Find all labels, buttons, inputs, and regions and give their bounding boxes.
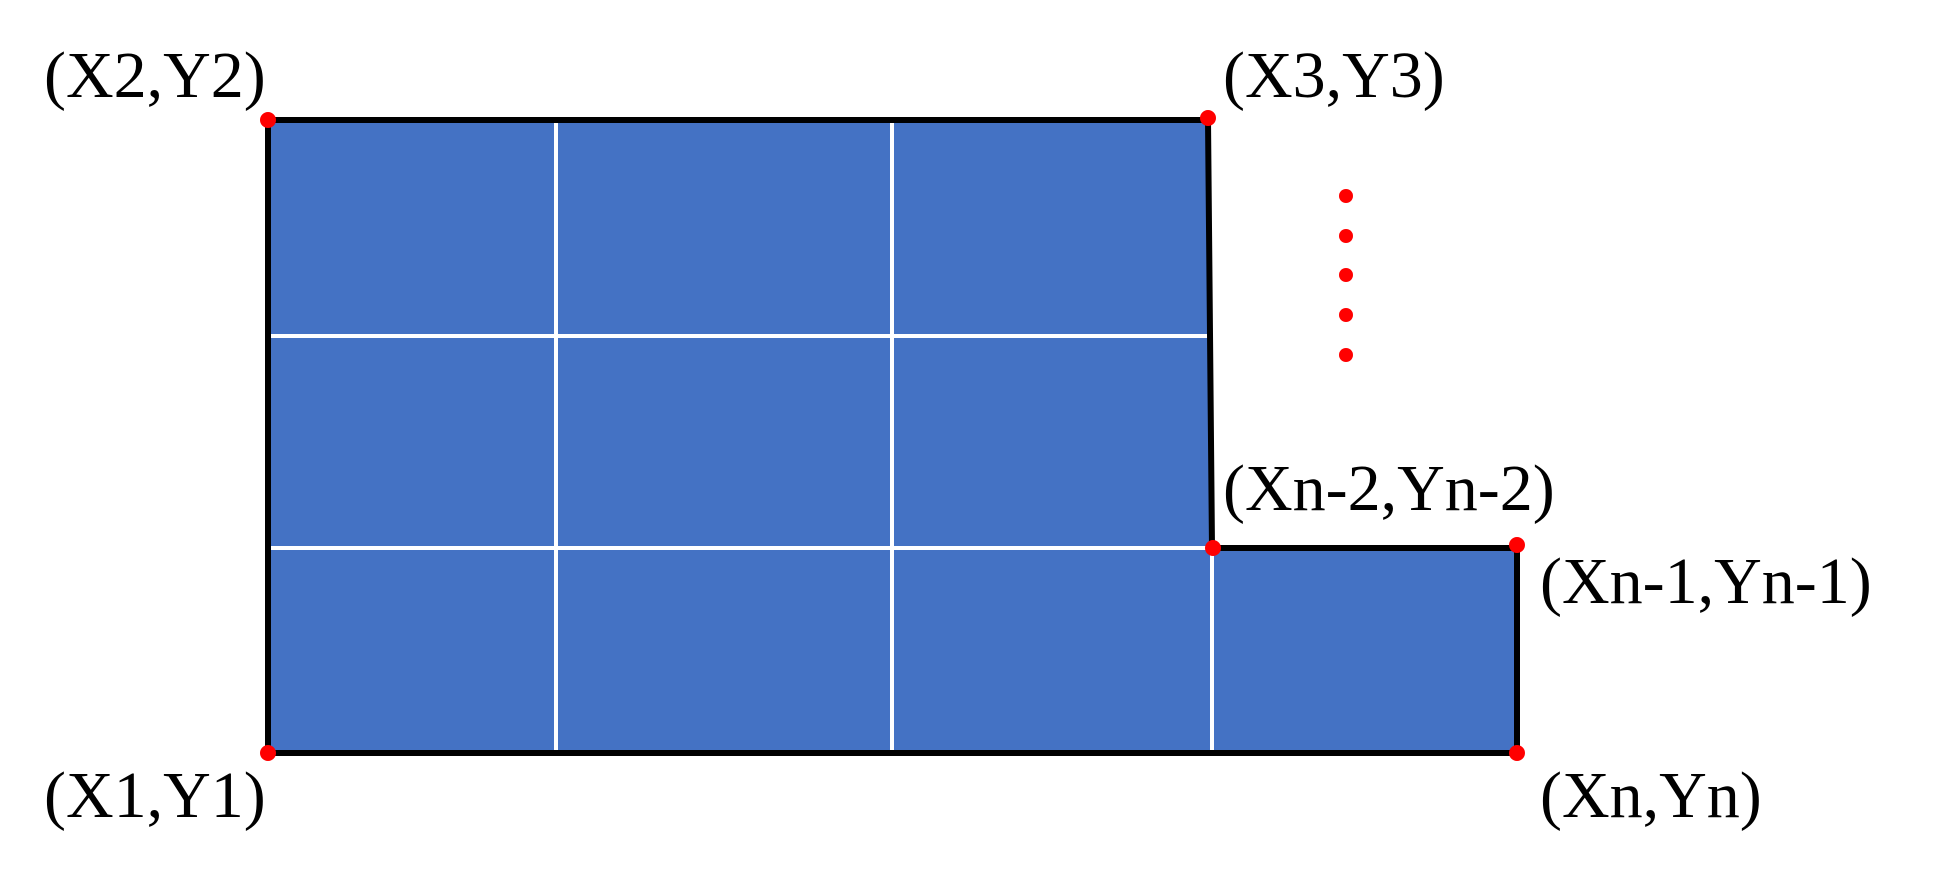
ellipsis-dot <box>1339 229 1353 243</box>
label-xn-yn: (Xn,Yn) <box>1540 759 1762 832</box>
ellipsis-dots <box>1339 189 1353 362</box>
label-xn-2-yn-2: (Xn-2,Yn-2) <box>1223 452 1555 525</box>
vertex-dot-n-1 <box>1509 537 1525 553</box>
vertex-dot-n-2 <box>1205 540 1221 556</box>
label-xn-1-yn-1: (Xn-1,Yn-1) <box>1540 545 1872 618</box>
ellipsis-dot <box>1339 348 1353 362</box>
label-x3-y3: (X3,Y3) <box>1223 39 1445 112</box>
vertex-dot-2 <box>260 112 276 128</box>
grid-lines <box>268 120 1214 753</box>
ellipsis-dot <box>1339 268 1353 282</box>
vertex-dots <box>260 110 1525 761</box>
label-x2-y2: (X2,Y2) <box>44 39 266 112</box>
vertex-dot-n <box>1509 745 1525 761</box>
vertex-dot-3 <box>1200 110 1216 126</box>
ellipsis-dot <box>1339 189 1353 203</box>
ellipsis-dot <box>1339 308 1353 322</box>
vertex-dot-1 <box>260 745 276 761</box>
label-x1-y1: (X1,Y1) <box>44 759 266 832</box>
